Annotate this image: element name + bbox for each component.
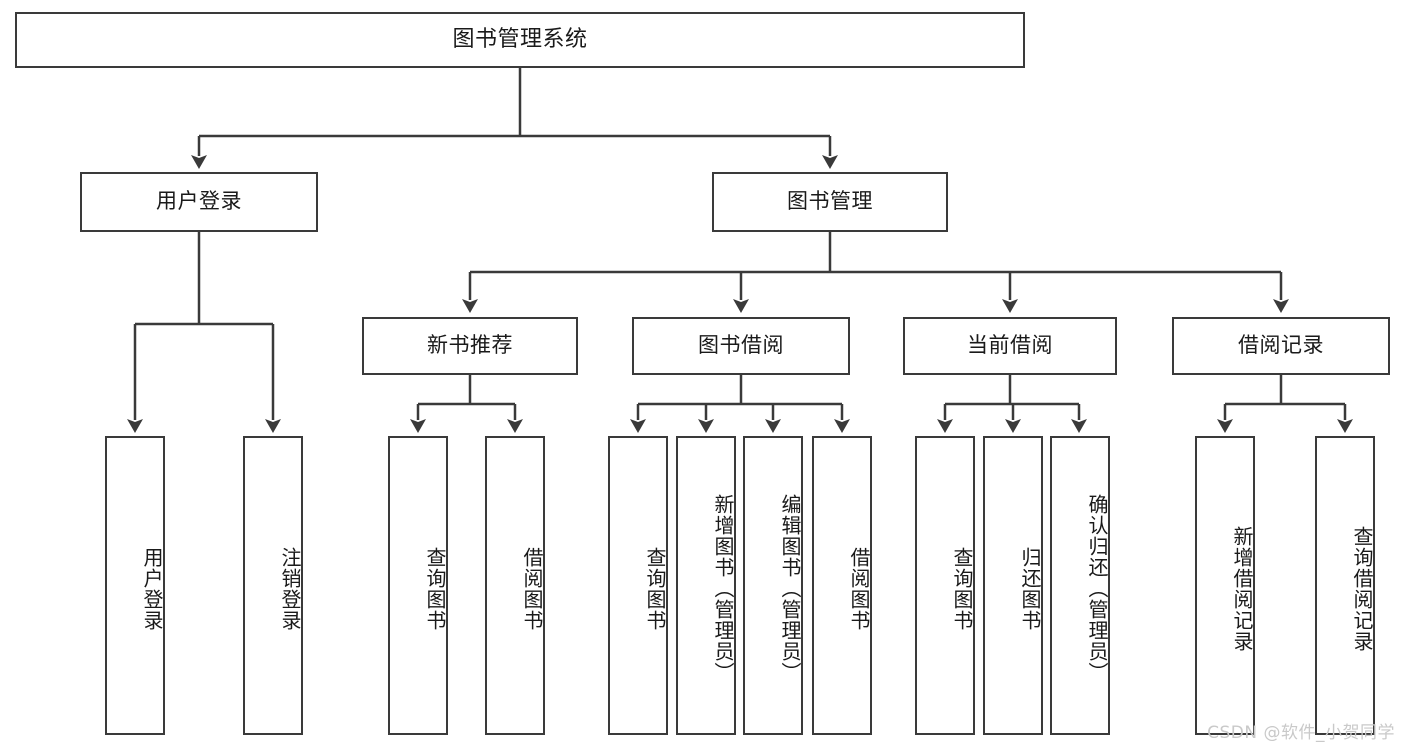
node-user-login[interactable]: 用户登录 [80, 172, 318, 232]
csdn-watermark: CSDN @软件_小贺同学 [1207, 723, 1395, 743]
leaf-query-book-1[interactable]: 查询图书 [388, 436, 448, 735]
leaf-user-login[interactable]: 用户登录 [105, 436, 165, 735]
leaf-add-book[interactable]: 新增图书（管理员） [676, 436, 736, 735]
node-borrow-record[interactable]: 借阅记录 [1172, 317, 1390, 375]
leaf-logout[interactable]: 注销登录 [243, 436, 303, 735]
node-current-borrow[interactable]: 当前借阅 [903, 317, 1117, 375]
leaf-return-book[interactable]: 归还图书 [983, 436, 1043, 735]
leaf-query-book-2[interactable]: 查询图书 [608, 436, 668, 735]
leaf-query-record[interactable]: 查询借阅记录 [1315, 436, 1375, 735]
node-new-book-rec[interactable]: 新书推荐 [362, 317, 578, 375]
leaf-confirm-return[interactable]: 确认归还（管理员） [1050, 436, 1110, 735]
leaf-query-book-3[interactable]: 查询图书 [915, 436, 975, 735]
leaf-borrow-book-1[interactable]: 借阅图书 [485, 436, 545, 735]
node-book-borrow[interactable]: 图书借阅 [632, 317, 850, 375]
node-book-manage[interactable]: 图书管理 [712, 172, 948, 232]
leaf-edit-book[interactable]: 编辑图书（管理员） [743, 436, 803, 735]
node-root[interactable]: 图书管理系统 [15, 12, 1025, 68]
leaf-borrow-book-2[interactable]: 借阅图书 [812, 436, 872, 735]
leaf-add-record[interactable]: 新增借阅记录 [1195, 436, 1255, 735]
